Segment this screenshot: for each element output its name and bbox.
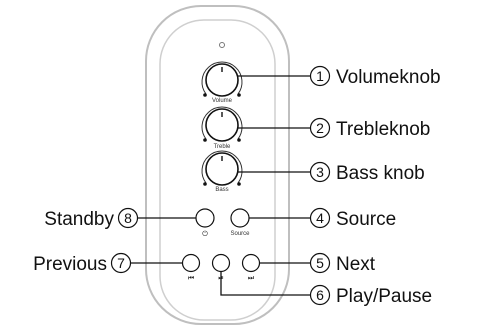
callout-number-previous: 7	[110, 252, 132, 274]
source-button[interactable]	[230, 208, 250, 228]
svg-text:3: 3	[316, 164, 324, 180]
bass-knob[interactable]: Bass	[201, 150, 243, 193]
svg-text:1: 1	[316, 68, 324, 84]
callout-label-standby: Standby	[44, 209, 114, 230]
play-pause-button[interactable]	[211, 253, 231, 273]
next-icon: ⏭	[248, 274, 255, 282]
speaker-panel-outer	[145, 5, 290, 325]
svg-text:2: 2	[316, 120, 324, 136]
leader-line-play	[220, 272, 310, 296]
speaker-panel-inner	[159, 19, 276, 321]
callout-number-source: 4	[309, 207, 331, 229]
callout-label-treble: Trebleknob	[336, 119, 430, 140]
callout-label-source: Source	[336, 209, 396, 230]
svg-text:6: 6	[316, 287, 324, 303]
bass-knob-label: Bass	[215, 187, 228, 193]
callout-label-previous: Previous	[33, 254, 107, 275]
previous-icon: ⏮	[188, 274, 194, 282]
callout-label-play: Play/Pause	[336, 286, 432, 307]
volume-knob-label: Volume	[212, 98, 233, 104]
leader-lines	[130, 75, 310, 296]
status-led	[219, 42, 225, 48]
svg-text:8: 8	[124, 210, 132, 226]
callout-number-play: 6	[309, 284, 331, 306]
source-button-label: Source	[230, 231, 250, 237]
next-button[interactable]	[241, 253, 261, 273]
treble-knob-label: Treble	[214, 144, 231, 150]
treble-knob[interactable]: Treble	[201, 106, 243, 150]
callout-number-standby: 8	[117, 207, 139, 229]
callout-number-next: 5	[309, 252, 331, 274]
standby-button[interactable]	[195, 208, 215, 228]
svg-text:7: 7	[117, 255, 125, 271]
callout-label-volume: Volumeknob	[336, 67, 441, 88]
callout-number-volume: 1	[309, 65, 331, 87]
previous-button[interactable]	[181, 253, 201, 273]
callout-number-treble: 2	[309, 117, 331, 139]
svg-text:5: 5	[316, 255, 324, 271]
svg-text:4: 4	[316, 210, 324, 226]
volume-knob[interactable]: Volume	[201, 61, 243, 104]
power-icon: ⏻	[202, 230, 208, 238]
callout-label-next: Next	[336, 254, 376, 275]
callout-number-bass: 3	[309, 161, 331, 183]
callout-label-bass: Bass knob	[336, 163, 425, 184]
